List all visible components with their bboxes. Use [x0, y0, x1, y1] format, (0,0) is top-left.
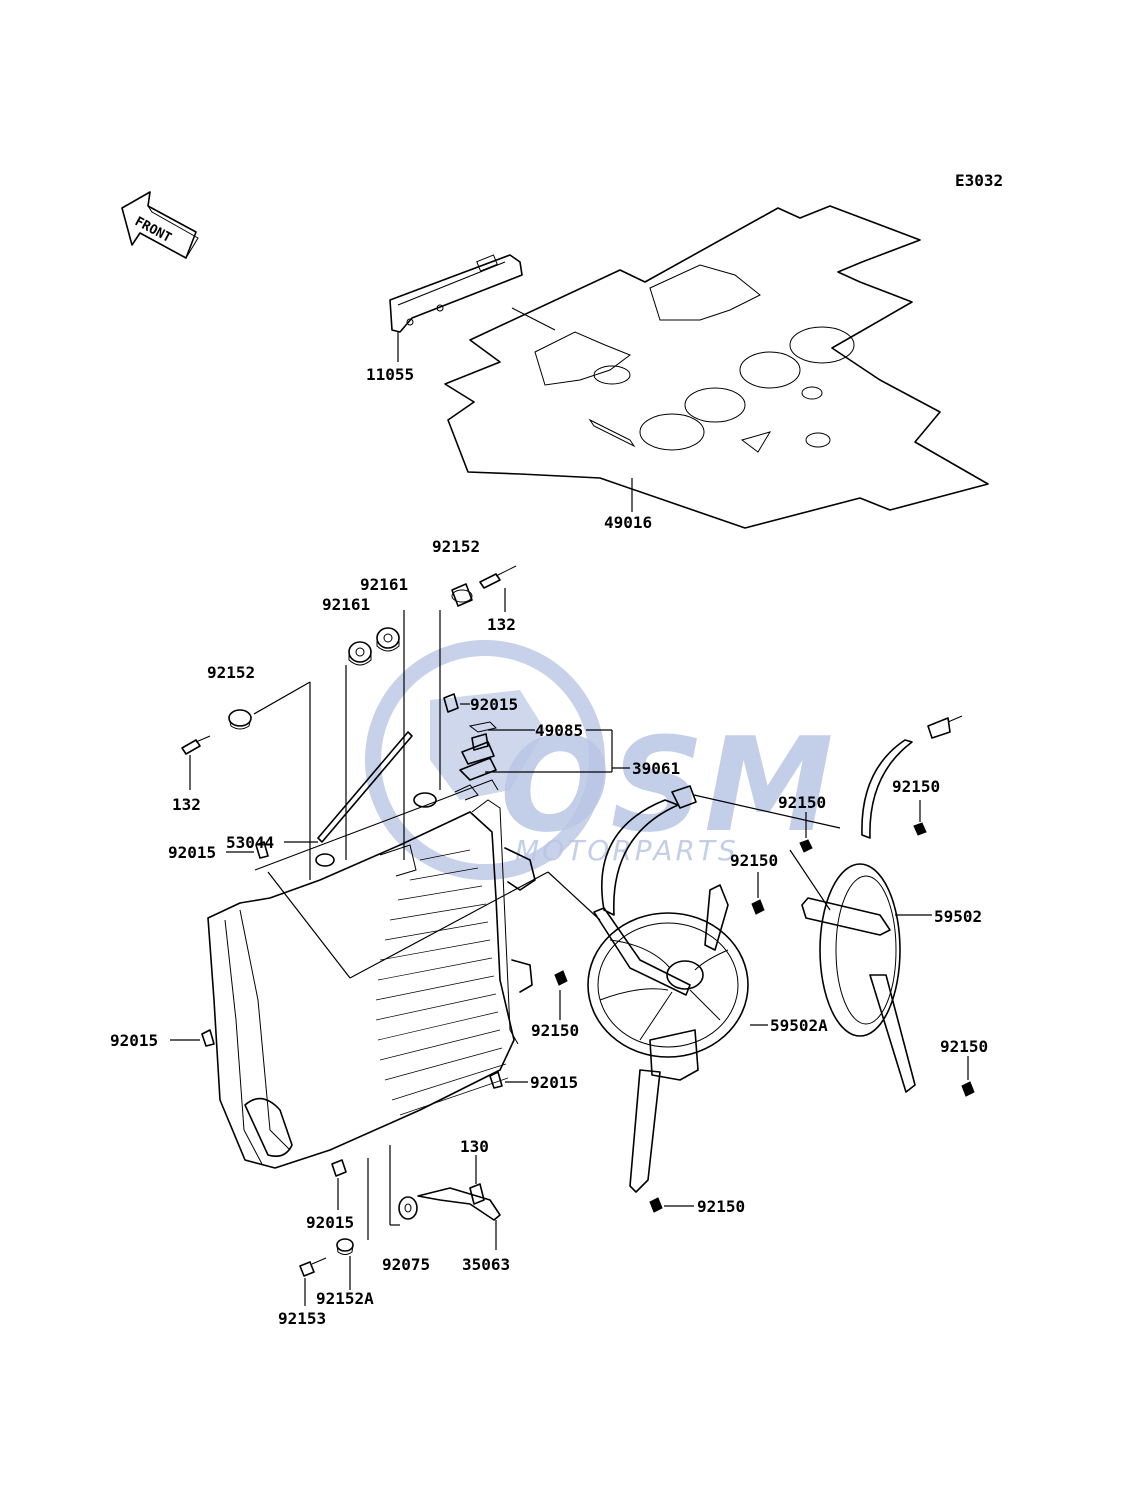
diagram-code: E3032: [955, 171, 1003, 190]
bracket-11055: [389, 254, 523, 362]
nut-92150-b: [913, 800, 927, 836]
bracket-35063: [417, 1187, 501, 1250]
nut-92150-f: [649, 1197, 694, 1213]
rod-53044: [284, 731, 413, 843]
radiator-core: [207, 721, 536, 1169]
clip-92015-top: [443, 693, 470, 713]
label-49016: 49016: [604, 513, 652, 532]
fan-59502: [789, 715, 963, 1093]
collar-92152A: [336, 1158, 369, 1290]
clip-92015-mid: [489, 1071, 528, 1089]
clip-92015-lower-left: [170, 1029, 215, 1047]
label-35063: 35063: [462, 1255, 510, 1274]
label-92015-mid: 92015: [530, 1073, 578, 1092]
bolt-92153: [299, 1257, 327, 1306]
grommet-92161-b: [376, 610, 405, 860]
watermark: OSM MOTORPARTS: [365, 640, 834, 880]
label-92150-e: 92150: [940, 1037, 988, 1056]
fan-59502A: [267, 785, 841, 1193]
insulator-plate-49016: [444, 205, 989, 529]
collar-92152-top: [439, 583, 473, 790]
label-132-top: 132: [487, 615, 516, 634]
label-92153: 92153: [278, 1309, 326, 1328]
label-92150-f: 92150: [697, 1197, 745, 1216]
label-92152A: 92152A: [316, 1289, 374, 1308]
front-arrow-icon: FRONT: [121, 191, 199, 259]
label-132-left: 132: [172, 795, 201, 814]
radiator-fins: [375, 849, 509, 1116]
nut-92150-c: [751, 872, 765, 915]
label-92150-b: 92150: [892, 777, 940, 796]
label-92152-top: 92152: [432, 537, 480, 556]
collar-92152-left: [228, 681, 311, 880]
grommet-92161-a: [345, 641, 372, 860]
nut-92150-d: [554, 970, 568, 1020]
label-92161-a: 92161: [322, 595, 370, 614]
watermark-subtitle: MOTORPARTS: [515, 834, 739, 867]
leader-49085-39061: [485, 729, 630, 773]
label-92161-b: 92161: [360, 575, 408, 594]
label-59502: 59502: [934, 907, 982, 926]
nut-92150-e: [961, 1056, 975, 1097]
clip-92015-left: [226, 841, 269, 859]
label-92150-c: 92150: [730, 851, 778, 870]
bolt-132-top: [479, 565, 517, 612]
front-label: FRONT: [132, 214, 174, 246]
label-92015-bottom: 92015: [306, 1213, 354, 1232]
bolt-130: [469, 1155, 485, 1205]
label-59502A: 59502A: [770, 1016, 828, 1035]
label-92150-d: 92150: [531, 1021, 579, 1040]
watermark-brand: OSM: [500, 709, 834, 861]
label-92015-top: 92015: [470, 695, 518, 714]
label-49085: 49085: [535, 721, 583, 740]
nut-92150-a: [799, 812, 813, 853]
label-130: 130: [460, 1137, 489, 1156]
label-39061: 39061: [632, 759, 680, 778]
bolt-132-left: [181, 735, 211, 790]
label-11055: 11055: [366, 365, 414, 384]
label-92015-left: 92015: [168, 843, 216, 862]
label-92150-a: 92150: [778, 793, 826, 812]
clip-92015-bottom: [331, 1159, 347, 1210]
label-92075: 92075: [382, 1255, 430, 1274]
label-92015-lower-left: 92015: [110, 1031, 158, 1050]
grommet-92075: [389, 1145, 418, 1226]
label-92152-left: 92152: [207, 663, 255, 682]
label-53044: 53044: [226, 833, 274, 852]
